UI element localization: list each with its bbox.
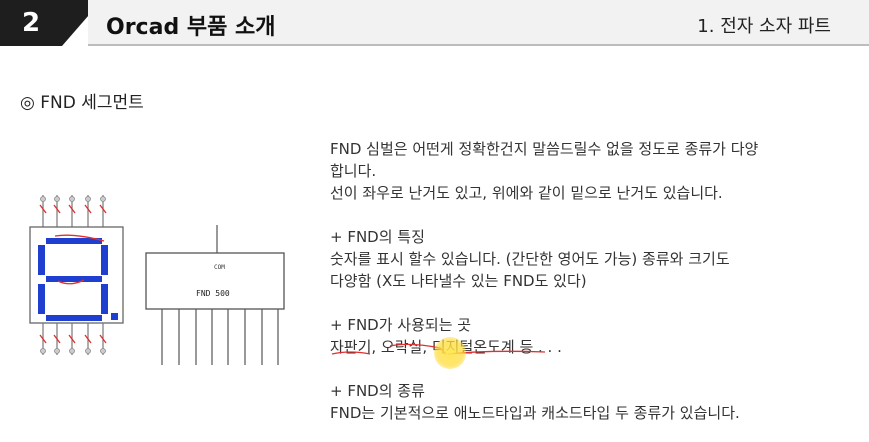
- fnd-com-label: COM: [214, 264, 225, 271]
- slide-subtitle: 1. 전자 소자 파트: [697, 16, 831, 37]
- fnd-diagrams: COM FND 500: [29, 195, 285, 365]
- section-heading: ◎ FND 세그먼트: [20, 93, 144, 113]
- features-line-2: 다양함 (X도 나타낼수 있는 FND도 있다): [330, 272, 587, 290]
- pointer-highlight: [434, 337, 466, 369]
- fnd-description: FND 심벌은 어떤게 정확한건지 말씀드릴수 없을 정도로 종류가 다양 합니…: [330, 138, 850, 424]
- intro-line-2: 합니다.: [330, 162, 377, 180]
- fnd-package-symbol: COM FND 500: [145, 225, 285, 365]
- header-divider: [88, 44, 869, 46]
- header-title-bar: [88, 0, 869, 46]
- section-number-badge: 2: [0, 0, 62, 46]
- slide-header: 2 Orcad 부품 소개 1. 전자 소자 파트: [0, 0, 869, 46]
- types-title: + FND의 종류: [330, 382, 425, 400]
- intro-line-3: 선이 좌우로 난거도 있고, 위에와 같이 밑으로 난거도 있습니다.: [330, 184, 723, 202]
- fnd-seven-segment-symbol: [29, 195, 124, 355]
- uses-title: + FND가 사용되는 곳: [330, 316, 472, 334]
- fnd-part-label: FND 500: [196, 289, 230, 298]
- slide-title: Orcad 부품 소개: [106, 15, 276, 40]
- types-line-1: FND는 기본적으로 애노드타입과 캐소드타입 두 종류가 있습니다.: [330, 404, 740, 422]
- features-title: + FND의 특징: [330, 228, 425, 246]
- features-line-1: 숫자를 표시 할수 있습니다. (간단한 영어도 가능) 종류와 크기도: [330, 250, 730, 268]
- intro-line-1: FND 심벌은 어떤게 정확한건지 말씀드릴수 없을 정도로 종류가 다양: [330, 140, 759, 158]
- section-number: 2: [21, 8, 41, 38]
